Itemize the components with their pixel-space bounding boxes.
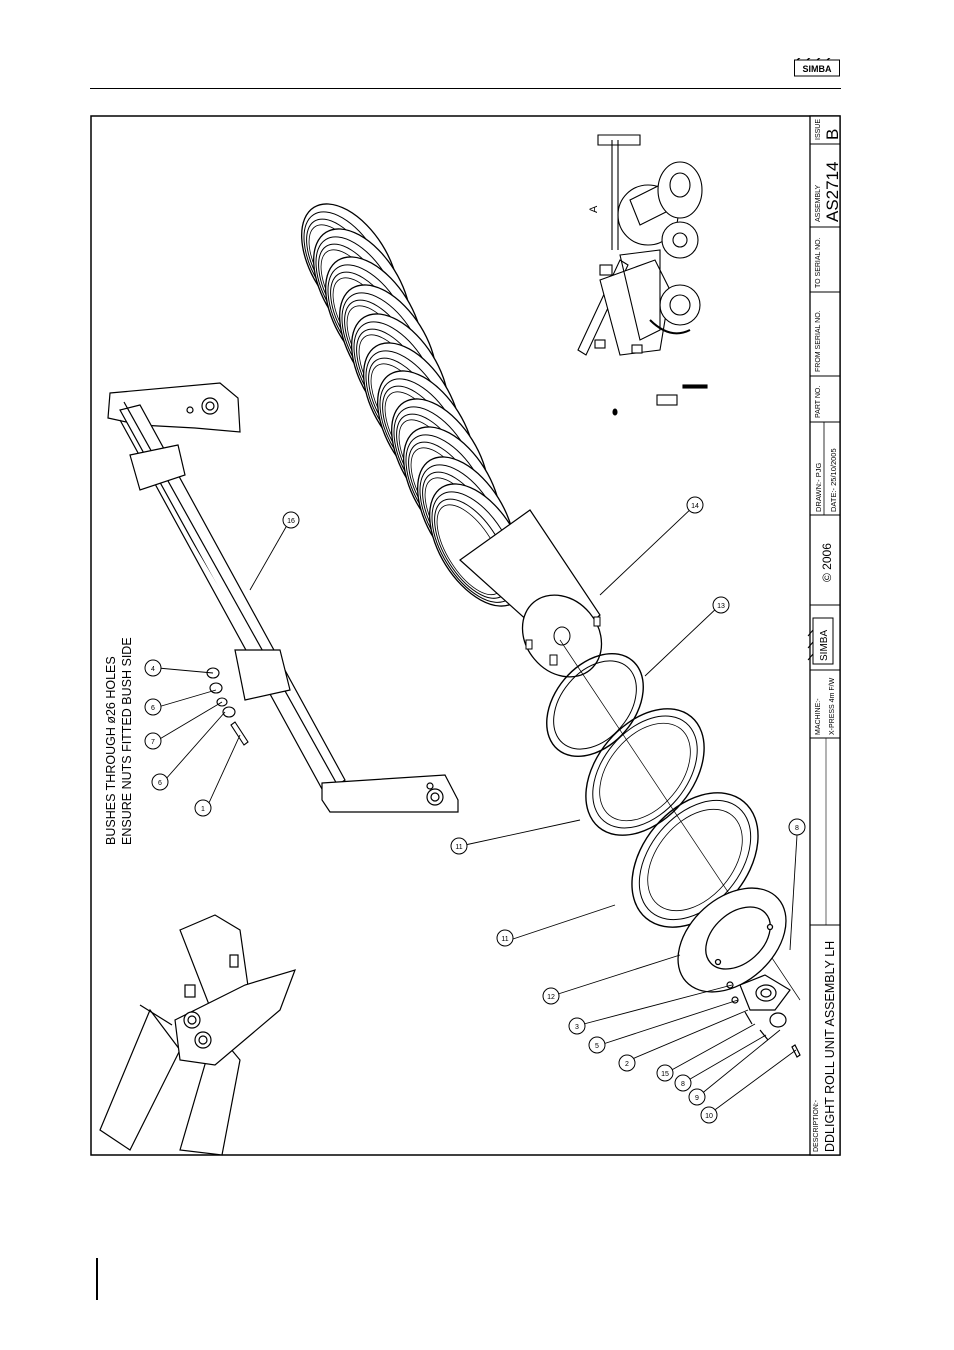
callout-14: 14 [687,497,703,513]
svg-text:7: 7 [151,739,155,746]
drawing-frame [91,116,840,1155]
roller-assembly [282,187,800,1000]
callout-11a: 11 [451,838,467,854]
callout-13: 13 [713,597,729,613]
svg-text:3: 3 [575,1024,579,1031]
machine-text: X-PRESS 4m F/W [829,677,836,735]
callout-8b: 8 [789,819,805,835]
svg-text:10: 10 [705,1113,713,1120]
callout-11b: 11 [497,930,513,946]
svg-text:14: 14 [691,503,699,510]
svg-text:11: 11 [455,844,462,851]
svg-text:16: 16 [287,518,295,525]
callout-9: 9 [689,1089,705,1105]
note-line-2: ENSURE NUTS FITTED BUSH SIDE [120,637,134,845]
copyright-text: © 2006 [820,543,834,582]
svg-text:8: 8 [795,825,799,832]
callout-6a: 6 [145,699,161,715]
svg-text:12: 12 [547,994,555,1001]
bearing-housing [727,975,800,1057]
issue-label: ISSUE [815,119,822,140]
callout-4: 4 [145,660,161,676]
seal-11-upper [562,686,728,858]
callout-7: 7 [145,733,161,749]
to-serial-label: TO SERIAL NO. [815,237,822,288]
description-label: DESCRIPTION:- [813,1099,820,1152]
svg-text:4: 4 [151,666,155,673]
drawing-date: DATE:- 25/10/2005 [829,448,838,512]
callout-8a: 8 [675,1075,691,1091]
svg-text:13: 13 [717,603,725,610]
svg-text:6: 6 [151,705,155,712]
callout-15: 15 [657,1065,673,1081]
svg-text:6: 6 [158,780,162,787]
svg-text:9: 9 [695,1095,699,1102]
assembly-label: ASSEMBLY [815,184,822,222]
callout-2: 2 [619,1055,635,1071]
callout-3: 3 [569,1018,585,1034]
part-no-label: PART NO. [815,386,822,418]
note-line-1: BUSHES THROUGH ø26 HOLES [104,656,118,845]
detail-view-inset [100,915,295,1155]
svg-text:11: 11 [501,936,508,943]
from-serial-label: FROM SERIAL NO. [815,310,822,372]
description-text: DDLIGHT ROLL UNIT ASSEMBLY LH [823,941,837,1152]
machine-label: MACHINE:- [815,698,822,735]
svg-text:8: 8 [681,1081,685,1088]
callout-1: 1 [195,800,211,816]
title-logo-text: SIMBA [819,630,830,661]
callout-16: 16 [283,512,299,528]
svg-text:5: 5 [595,1043,599,1050]
footer-bar [96,1258,98,1300]
view-label-a: A [588,205,600,213]
svg-text:1: 1 [201,806,205,813]
drawn-by: DRAWN:- PJG [814,463,823,512]
assembly-number: AS2714 [823,162,842,223]
overview-inset [578,135,707,415]
callout-12: 12 [543,988,559,1004]
callout-10: 10 [701,1107,717,1123]
issue-letter: B [823,129,842,140]
callout-6b: 6 [152,774,168,790]
svg-text:15: 15 [661,1071,669,1078]
callout-5: 5 [589,1037,605,1053]
svg-text:2: 2 [625,1061,629,1068]
